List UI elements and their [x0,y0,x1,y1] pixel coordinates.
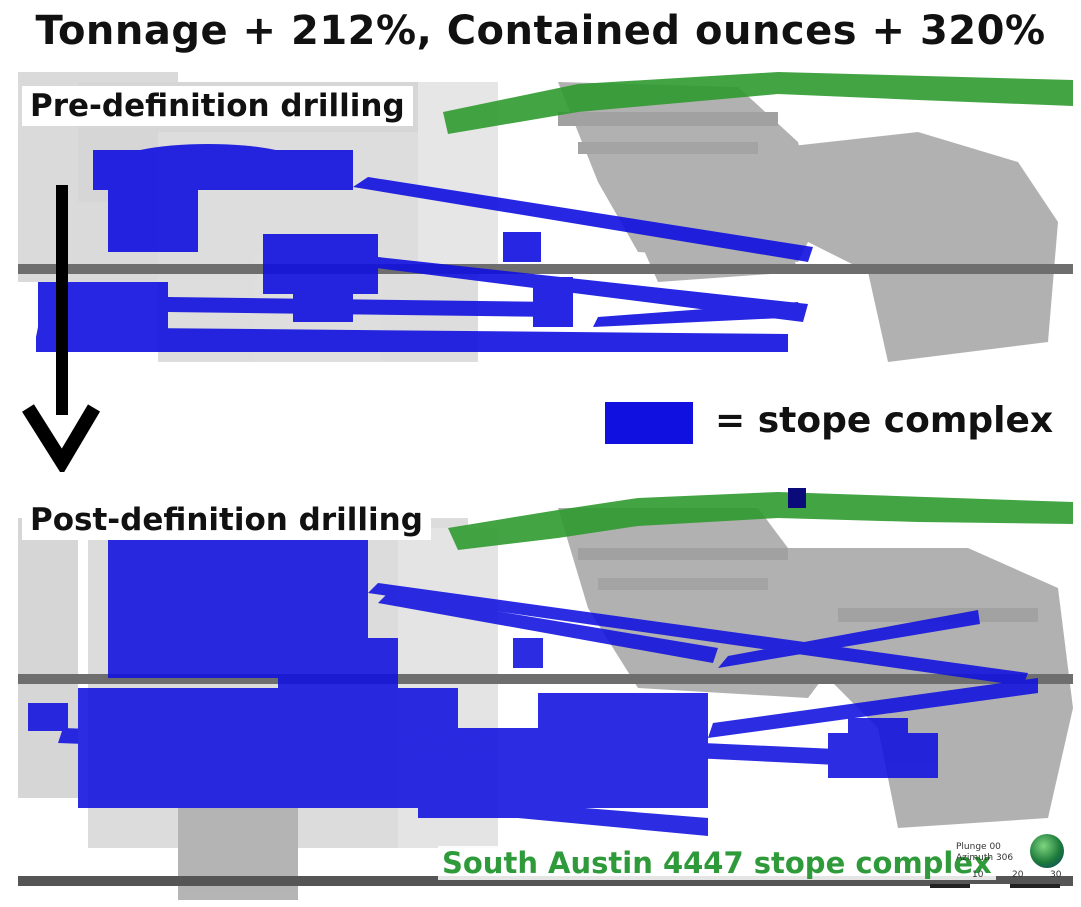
stope-complex-caption: South Austin 4447 stope complex [438,846,996,880]
pre-definition-label: Pre-definition drilling [22,86,413,126]
post-definition-model-view [18,488,1073,900]
orientation-readout: Plunge 00 Azimuth 306 [956,842,1013,864]
pre-green-vein [443,72,1073,134]
down-arrow-icon [22,404,100,472]
scale-tick-label: 30 [1050,870,1062,880]
pre-stope-complex [36,144,813,352]
orientation-globe-icon [1030,834,1064,868]
post-definition-label: Post-definition drilling [22,500,431,540]
scale-tick-label: 20 [1012,870,1024,880]
post-bottom-level-line [18,876,1073,886]
azimuth-label: Azimuth 306 [956,853,1014,863]
page-title: Tonnage + 212%, Contained ounces + 320% [35,8,1046,54]
post-stope-complex [28,538,1038,836]
scale-tick-label: 10 [972,870,984,880]
legend-swatch [605,402,693,444]
pre-level-line [18,264,1073,274]
plunge-label: Plunge 00 [956,842,1001,852]
post-level-line [18,674,1073,684]
down-arrow-shaft [56,185,68,415]
post-green-vein [448,492,1073,550]
scale-bar [930,884,1060,888]
legend-label: = stope complex [715,400,1054,441]
post-definition-3d-model [18,488,1073,900]
post-dark-stope-cap [788,488,806,508]
